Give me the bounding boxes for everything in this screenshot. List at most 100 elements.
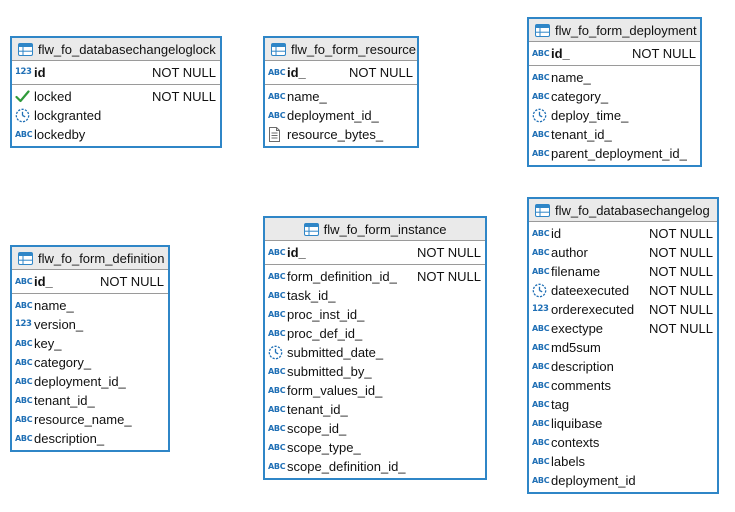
column-name: id_ <box>287 65 306 80</box>
number-type-icon: 123 <box>532 304 549 315</box>
table-header[interactable]: flw_fo_databasechangeloglock <box>12 38 220 61</box>
text-type-icon: ABC <box>15 357 33 367</box>
column-row[interactable]: resource_bytes_ <box>265 125 417 144</box>
text-type-icon: ABC <box>532 399 550 409</box>
text-type-icon: ABC <box>532 418 550 428</box>
table-header[interactable]: flw_fo_databasechangelog <box>529 199 717 222</box>
column-name: comments <box>551 378 611 393</box>
column-name: scope_type_ <box>287 440 361 455</box>
table-name: flw_fo_databasechangelog <box>555 202 710 218</box>
table-header[interactable]: flw_fo_form_definition <box>12 247 168 270</box>
document-icon <box>268 127 286 142</box>
column-name: description_ <box>34 431 105 446</box>
table-header[interactable]: flw_fo_form_instance <box>265 218 485 241</box>
column-name: proc_inst_id_ <box>287 307 365 322</box>
column-row[interactable]: submitted_date_ <box>265 343 485 362</box>
text-type-icon: ABC <box>532 72 550 82</box>
column-name: exectype <box>551 321 604 336</box>
column-name: tenant_id_ <box>551 127 612 142</box>
column-row[interactable]: deploy_time_ <box>529 106 700 125</box>
text-type-icon: ABC <box>15 395 33 405</box>
table-icon <box>535 203 550 217</box>
text-type-icon: ABC <box>268 442 286 452</box>
table-icon <box>271 42 286 56</box>
not-null-constraint: NOT NULL <box>648 226 713 241</box>
column-name: locked <box>34 89 72 104</box>
column-row[interactable]: lockgranted <box>12 106 220 125</box>
column-name: category_ <box>551 89 609 104</box>
column-name: filename <box>551 264 601 279</box>
clock-icon <box>268 345 286 360</box>
column-name: name_ <box>287 89 327 104</box>
text-type-icon: ABC <box>532 456 550 466</box>
table-header[interactable]: flw_fo_form_resource <box>265 38 417 61</box>
column-name: author <box>551 245 588 260</box>
text-type-icon: ABC <box>532 380 550 390</box>
column-name: form_definition_id_ <box>287 269 397 284</box>
column-name: tag <box>551 397 570 412</box>
column-name: id_ <box>551 46 570 61</box>
column-name: description <box>551 359 614 374</box>
table-header[interactable]: flw_fo_form_deployment <box>529 19 700 42</box>
text-type-icon: ABC <box>268 404 286 414</box>
column-name: task_id_ <box>287 288 336 303</box>
text-type-icon: ABC <box>268 328 286 338</box>
